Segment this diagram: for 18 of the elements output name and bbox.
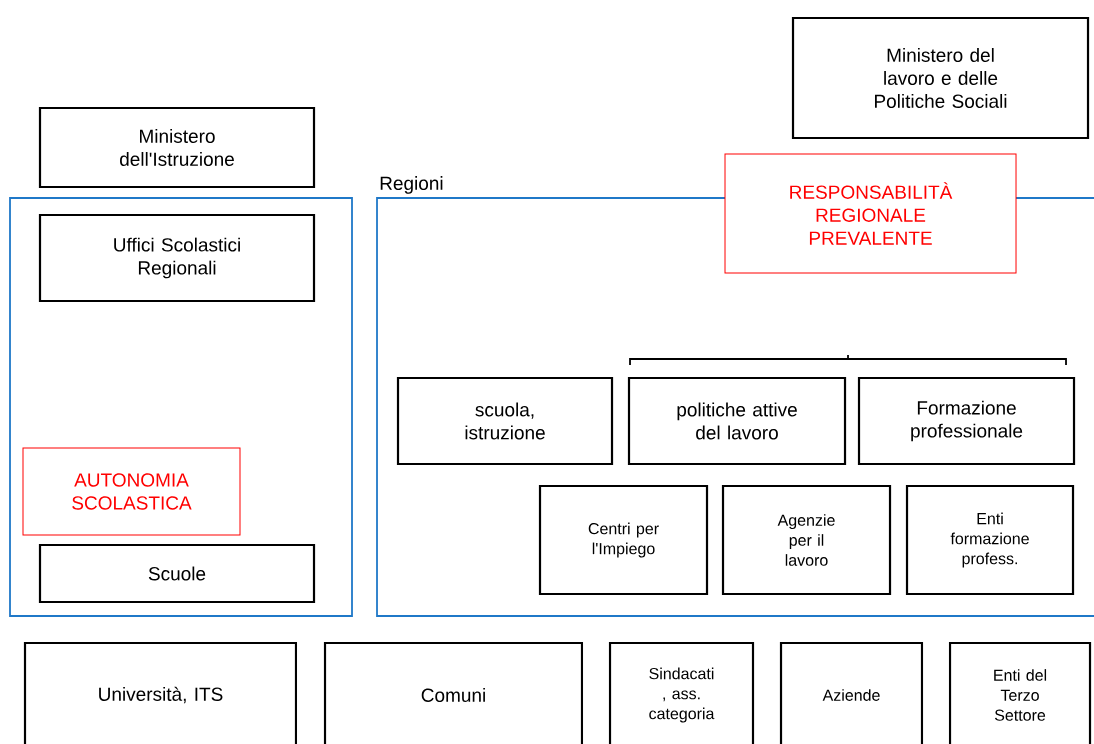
- box: Università, ITS: [23, 641, 298, 744]
- group-frame: [9, 197, 353, 617]
- box: Enti del Terzo Settore: [948, 641, 1092, 744]
- box: Aziende: [779, 641, 924, 744]
- box: Sindacati , ass. categoria: [608, 641, 755, 744]
- box: politiche attive del lavoro: [627, 376, 847, 466]
- box: scuola, istruzione: [396, 376, 614, 466]
- box: Enti formazione profess.: [905, 484, 1075, 596]
- box: Ministero dell'Istruzione: [38, 106, 316, 189]
- label-box: RESPONSABILITÀ REGIONALE PREVALENTE: [724, 153, 1017, 274]
- box: Scuole: [38, 543, 316, 604]
- box: Uffici Scolastici Regionali: [38, 213, 316, 303]
- label-box: AUTONOMIA SCOLASTICA: [22, 447, 241, 536]
- box: Agenzie per il lavoro: [721, 484, 892, 596]
- box: Centri per l'Impiego: [538, 484, 709, 596]
- box: Formazione professionale: [857, 376, 1076, 466]
- box: Ministero del lavoro e delle Politiche Sociali: [791, 16, 1090, 140]
- box: Comuni: [323, 641, 584, 744]
